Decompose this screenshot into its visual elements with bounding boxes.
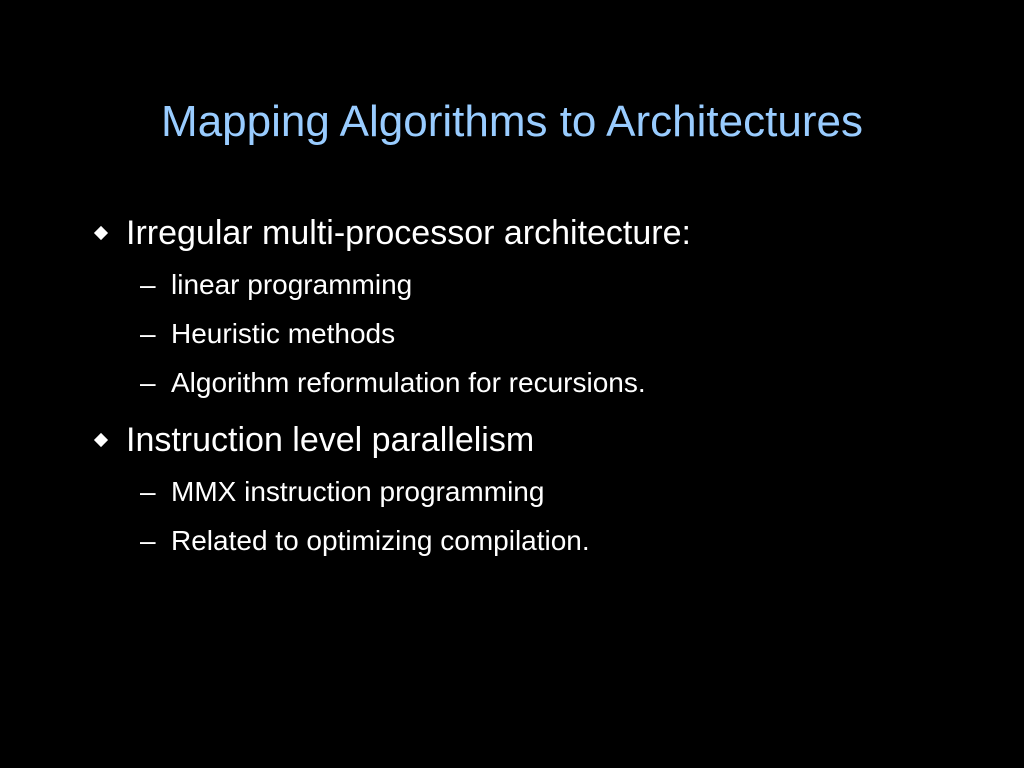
bullet-text: Irregular multi-processor architecture: [126, 214, 691, 252]
diamond-icon [93, 432, 109, 448]
sub-item: – MMX instruction programming [88, 467, 988, 516]
sub-item-text: Heuristic methods [171, 318, 396, 349]
sub-item: – Algorithm reformulation for recursions… [88, 358, 988, 407]
sub-list: – linear programming – Heuristic methods… [88, 260, 988, 407]
dash-icon: – [140, 476, 156, 507]
dash-icon: – [140, 318, 156, 349]
bullet-text: Instruction level parallelism [126, 421, 535, 459]
bullet-row: Instruction level parallelism [88, 417, 988, 463]
sub-item: – Heuristic methods [88, 309, 988, 358]
bullet-list: Irregular multi-processor architecture: … [88, 210, 988, 575]
bullet-item: Irregular multi-processor architecture: … [88, 210, 988, 407]
bullet-row: Irregular multi-processor architecture: [88, 210, 988, 256]
dash-icon: – [140, 269, 156, 300]
sub-item-text: Related to optimizing compilation. [171, 525, 590, 556]
sub-item-text: linear programming [171, 269, 413, 300]
sub-item: – linear programming [88, 260, 988, 309]
sub-item-text: MMX instruction programming [171, 476, 545, 507]
dash-icon: – [140, 525, 156, 556]
dash-icon: – [140, 367, 156, 398]
diamond-icon [93, 225, 109, 241]
sub-list: – MMX instruction programming – Related … [88, 467, 988, 565]
sub-item-text: Algorithm reformulation for recursions. [171, 367, 646, 398]
slide-title: Mapping Algorithms to Architectures [161, 97, 863, 146]
sub-item: – Related to optimizing compilation. [88, 516, 988, 565]
bullet-item: Instruction level parallelism – MMX inst… [88, 417, 988, 565]
